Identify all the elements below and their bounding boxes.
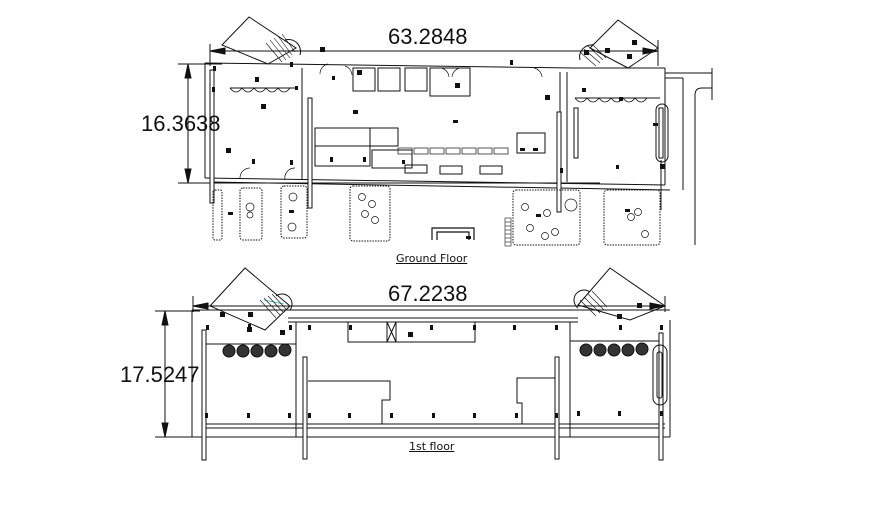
first-floor-height-dimension: 17.5247 — [120, 362, 200, 387]
ground-floor-plan — [178, 16, 713, 247]
first-floor-width-dimension: 67.2238 — [388, 281, 468, 306]
first-floor-caption: 1st floor — [409, 440, 455, 453]
ground-floor-width-dimension: 63.2848 — [388, 24, 468, 49]
ground-floor-height-dimension: 16.3638 — [141, 111, 221, 136]
first-floor-plan — [155, 267, 671, 461]
planters — [212, 185, 661, 246]
ground-floor-caption: Ground Floor — [396, 252, 468, 265]
